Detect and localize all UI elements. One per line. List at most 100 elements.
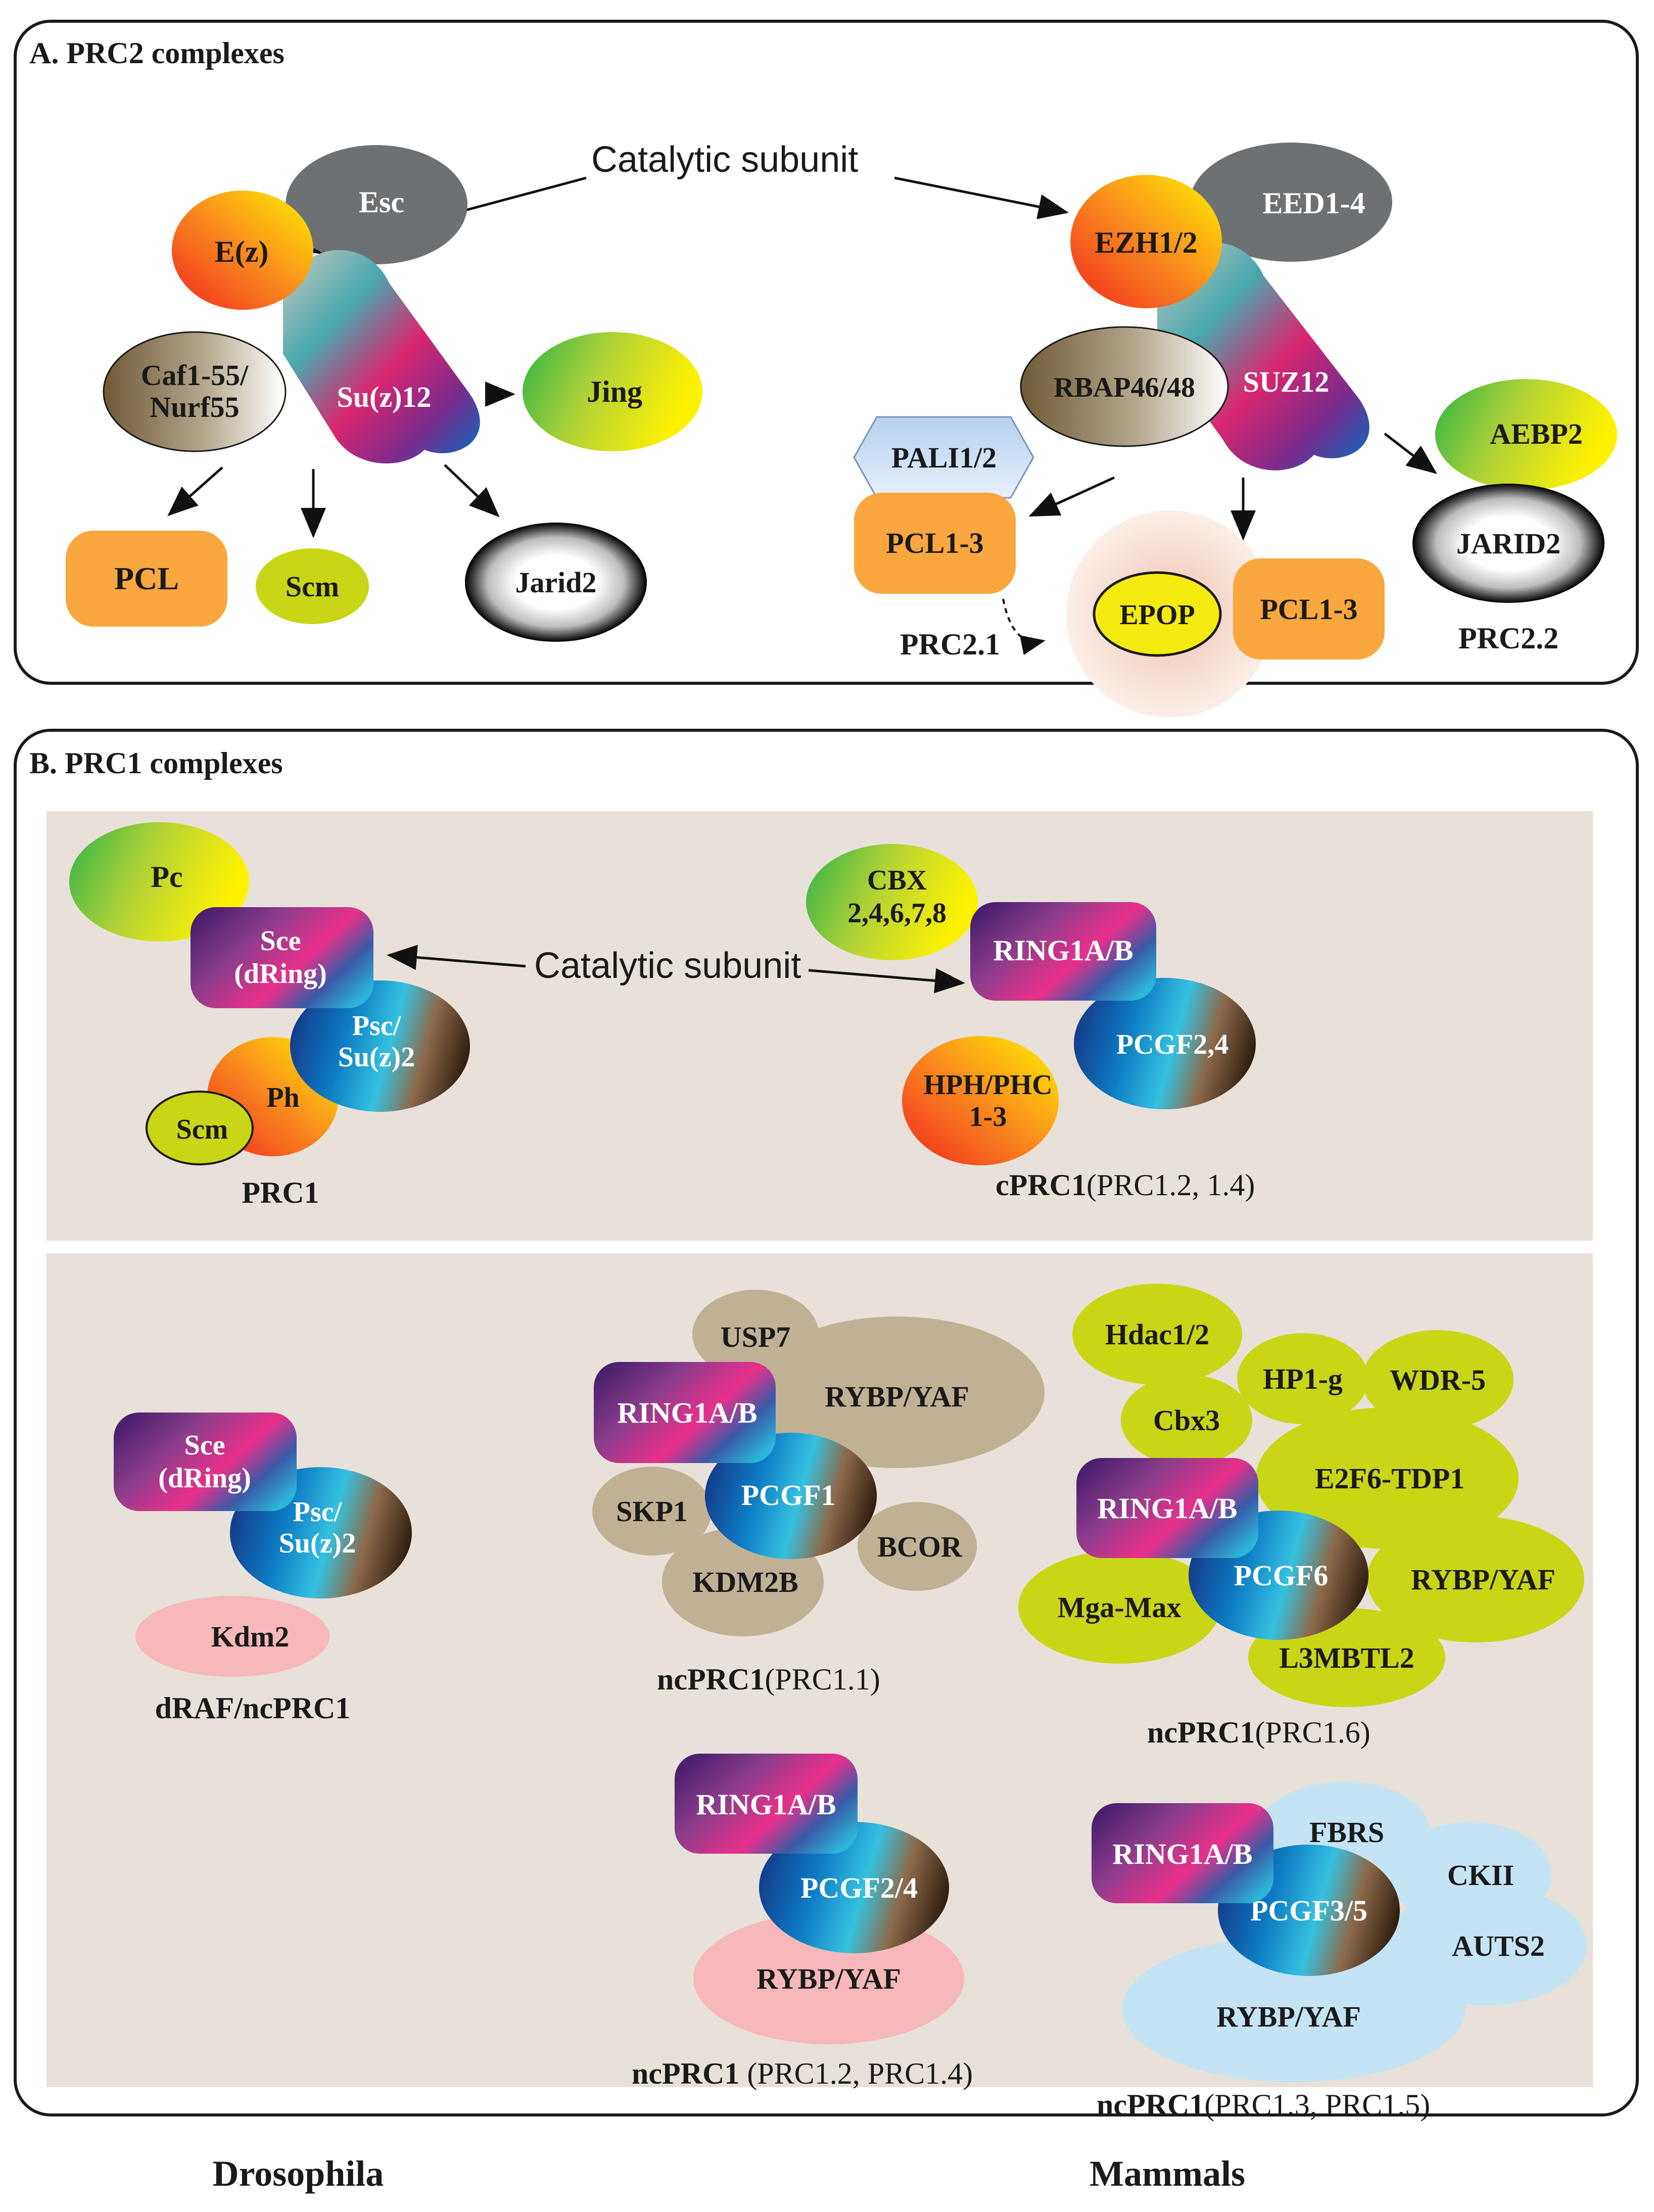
pcgf24-label-nc: PCGF2/4 [800, 1871, 918, 1904]
psc-subunit [290, 980, 470, 1112]
catalytic-arrow-right-a [894, 176, 1069, 219]
ring-subunit-124 [675, 1754, 858, 1854]
jarid2-subunit-a [465, 523, 647, 642]
jarid2-label-a: Jarid2 [515, 566, 596, 599]
sce-label-2: (dRing) [234, 958, 327, 990]
prc11-label: ncPRC1(PRC1.1) [657, 1663, 880, 1696]
pcgf35-label: PCGF3/5 [1250, 1894, 1367, 1927]
prc135-label: ncPRC1(PRC1.3, PRC1.5) [1097, 2088, 1430, 2122]
pcgf6-label: PCGF6 [1234, 1559, 1329, 1592]
mga-subunit [1018, 1550, 1220, 1664]
jing-label: Jing [587, 375, 642, 408]
pcgf1-label: PCGF1 [741, 1479, 836, 1512]
hph-label-2: 1-3 [969, 1101, 1007, 1133]
panel-b-title: B. PRC1 complexes [29, 746, 283, 780]
hdac-label: Hdac1/2 [1105, 1318, 1209, 1351]
skp1-label: SKP1 [616, 1495, 688, 1528]
pcl-a-label: PCL1-3 [886, 527, 983, 559]
draf-label: dRAF/ncPRC1 [155, 1691, 351, 1725]
prc21-label: PRC2.1 [900, 628, 1000, 661]
auts2-label: AUTS2 [1452, 1929, 1545, 1962]
jing-subunit [523, 332, 702, 451]
ckii-label: CKII [1447, 1859, 1514, 1892]
panel-a-title: A. PRC2 complexes [29, 36, 285, 70]
psc-draf-label-1: Psc/ [293, 1496, 343, 1528]
scm-subunit-b [146, 1091, 254, 1165]
ring-subunit-11 [594, 1362, 776, 1463]
caf1-subunit [103, 331, 287, 452]
jarid2-subunit-mammal [1412, 484, 1604, 603]
catalytic-label-a: Catalytic subunit [591, 139, 858, 180]
usp7-label: USP7 [721, 1321, 791, 1353]
l3mbtl2-label: L3MBTL2 [1279, 1641, 1414, 1674]
sce-draf-label-1: Sce [184, 1430, 225, 1461]
hp1-label: HP1-g [1263, 1362, 1343, 1395]
scm-subunit-a [256, 548, 369, 624]
ring-label-11: RING1A/B [617, 1396, 757, 1429]
ring-subunit-c [970, 902, 1156, 1001]
cbx-subunit [806, 844, 978, 960]
sce-subunit [191, 907, 373, 1008]
ring-subunit-16 [1076, 1458, 1258, 1558]
kdm2-label: Kdm2 [211, 1620, 290, 1653]
scm-label-b: Scm [176, 1114, 228, 1145]
rbap-label: RBAP46/48 [1054, 372, 1195, 403]
psc-label-1: Psc/ [352, 1010, 402, 1042]
esc-label: Esc [359, 185, 404, 219]
caf1-label-1: Caf1-55/ [141, 359, 249, 392]
kdm2-subunit [135, 1596, 329, 1677]
jarid2-label-mammal: JARID2 [1456, 527, 1561, 560]
catalytic-label-b: Catalytic subunit [534, 946, 801, 986]
ph-label: Ph [266, 1082, 299, 1113]
hp1-subunit [1237, 1333, 1368, 1424]
sce-label-1: Sce [260, 925, 301, 957]
suz12-label-mammal: SUZ12 [1243, 365, 1330, 398]
ezh-label: EZH1/2 [1095, 226, 1197, 259]
ring-subunit-135 [1092, 1803, 1273, 1903]
eed-label: EED1-4 [1262, 186, 1365, 220]
skp1-subunit [592, 1467, 712, 1556]
aebp2-label: AEBP2 [1490, 417, 1583, 450]
arrow-to-jarid [444, 464, 500, 517]
ring-label-124: RING1A/B [696, 1788, 836, 1821]
catalytic-arrow-right-b [808, 968, 965, 994]
dashed-link [1002, 598, 1046, 655]
hph-subunit [902, 1036, 1059, 1165]
prc1-label: PRC1 [242, 1176, 319, 1209]
pcgf24-label-c: PCGF2,4 [1116, 1029, 1228, 1060]
cbx3-subunit [1121, 1375, 1252, 1466]
pcl-label: PCL [114, 560, 179, 596]
suz12-label: Su(z)12 [337, 381, 432, 413]
sce-draf-label-2: (dRing) [158, 1463, 251, 1494]
bcor-subunit [858, 1502, 977, 1591]
e2f6-subunit [1256, 1407, 1519, 1549]
epop-subunit [1093, 571, 1222, 657]
cbx3-label: Cbx3 [1153, 1404, 1220, 1437]
arrow-to-pcl-a [1028, 476, 1115, 517]
scm-label-a: Scm [286, 570, 339, 603]
psc-draf-label-2: Su(z)2 [279, 1528, 356, 1559]
catalytic-arrow-left-b [387, 945, 526, 970]
epop-label: EPOP [1119, 599, 1195, 631]
rybp-subunit-16 [1367, 1516, 1584, 1642]
rybp-label-11: RYBP/YAF [825, 1380, 969, 1413]
pcl-b-label: PCL1-3 [1260, 593, 1357, 626]
ez-label: E(z) [215, 235, 269, 268]
pcl-b-subunit [1233, 558, 1385, 660]
pali-label: PALI1/2 [891, 441, 997, 474]
kdm2b-label: KDM2B [692, 1566, 798, 1598]
mga-label: Mga-Max [1058, 1591, 1182, 1624]
wdr5-subunit [1362, 1330, 1514, 1429]
arrow-to-aebp [1384, 433, 1437, 475]
fbrs-label: FBRS [1309, 1816, 1384, 1849]
ezh-subunit [1070, 175, 1222, 308]
bcor-label: BCOR [877, 1530, 963, 1563]
pali-subunit [853, 416, 1034, 499]
cprc1-label: cPRC1(PRC1.2, 1.4) [996, 1168, 1255, 1202]
pcgf24-subunit-c [1074, 978, 1256, 1109]
ez-subunit [172, 191, 313, 310]
wdr5-label: WDR-5 [1390, 1363, 1486, 1396]
rybp-subunit-11 [749, 1316, 1045, 1468]
prc22-label: PRC2.2 [1458, 622, 1558, 655]
